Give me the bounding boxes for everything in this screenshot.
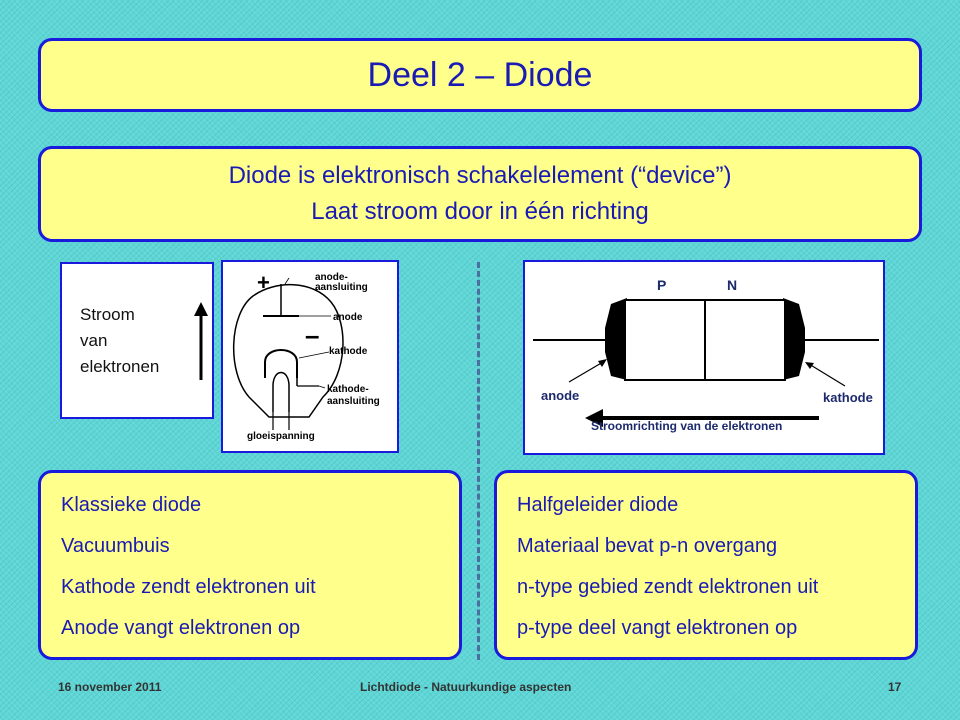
semiconductor-diode-list: Halfgeleider diode Materiaal bevat p-n o… <box>517 495 818 659</box>
list-item: Halfgeleider diode <box>517 494 679 516</box>
list-item: Vacuumbuis <box>61 535 170 557</box>
electron-flow-label: Stroom van elektronen <box>80 305 160 376</box>
tube-anode-label: anode <box>333 312 363 323</box>
tube-anode-aansluiting-label-1: anode- <box>315 272 348 283</box>
tube-kathode-aansluiting-label-2: aansluiting <box>327 396 380 407</box>
subtitle-line-1: Diode is elektronisch schakelelement (“d… <box>228 162 732 189</box>
column-divider <box>477 262 480 660</box>
electron-flow-box: Stroom van elektronen <box>60 262 214 419</box>
page-number: 17 <box>888 680 902 694</box>
electron-direction-caption: Stroomrichting van de elektronen <box>591 419 782 433</box>
pn-diode-icon: P N anode kathode Stroomrichting van de … <box>533 277 879 433</box>
classic-diode-box: Klassieke diode Vacuumbuis Kathode zendt… <box>38 470 462 660</box>
pn-junction-diagram: P N anode kathode Stroomrichting van de … <box>523 260 885 455</box>
list-item: p-type deel vangt elektronen op <box>517 617 798 639</box>
tube-minus-sign: – <box>305 320 319 350</box>
p-region-label: P <box>657 277 666 293</box>
list-item: Materiaal bevat p-n overgang <box>517 535 778 557</box>
footer-title: Lichtdiode - Natuurkundige aspecten <box>360 680 572 694</box>
tube-plus-sign: + <box>257 270 270 295</box>
list-item: Klassieke diode <box>61 494 202 516</box>
n-region-label: N <box>727 277 737 293</box>
tube-gloeispanning-label: gloeispanning <box>247 431 315 442</box>
pn-kathode-label: kathode <box>823 390 873 405</box>
list-item: Kathode zendt elektronen uit <box>61 576 316 598</box>
classic-diode-list: Klassieke diode Vacuumbuis Kathode zendt… <box>61 495 316 659</box>
footer-date: 16 november 2011 <box>58 680 162 694</box>
list-item: n-type gebied zendt elektronen uit <box>517 576 819 598</box>
vacuum-tube-diagram: + anode- aansluiting anode – kathode kat… <box>221 260 399 453</box>
subtitle-box: Diode is elektronisch schakelelement (“d… <box>38 146 922 242</box>
slide-title: Deel 2 – Diode <box>367 55 593 94</box>
tube-anode-aansluiting-label-2: aansluiting <box>315 282 368 293</box>
tube-kathode-label: kathode <box>329 346 368 357</box>
subtitle-line-2: Laat stroom door in één richting <box>311 198 649 225</box>
list-item: Anode vangt elektronen op <box>61 617 301 639</box>
title-box: Deel 2 – Diode <box>38 38 922 112</box>
vacuum-tube-icon: + anode- aansluiting anode – kathode kat… <box>233 270 380 442</box>
pn-anode-label: anode <box>541 388 579 403</box>
tube-kathode-aansluiting-label-1: kathode- <box>327 384 369 395</box>
semiconductor-diode-box: Halfgeleider diode Materiaal bevat p-n o… <box>494 470 918 660</box>
up-arrow-icon <box>194 302 208 380</box>
